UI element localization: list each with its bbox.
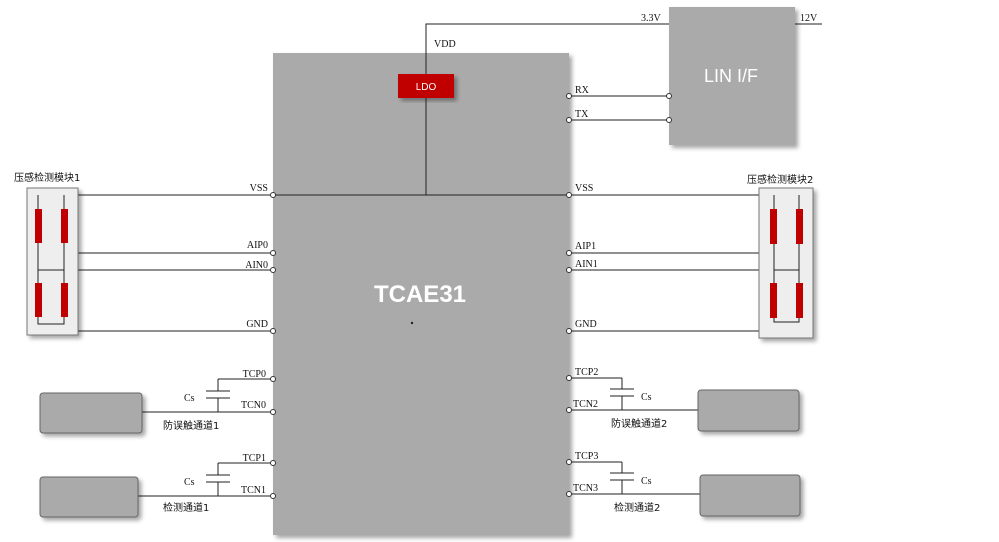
tcp0-label: TCP0 xyxy=(243,369,266,380)
gnd-left-label: GND xyxy=(246,319,268,330)
aip0-label: AIP0 xyxy=(247,240,268,251)
ain0-label: AIN0 xyxy=(245,260,268,271)
rx-pin xyxy=(566,93,572,99)
tcn0-pin xyxy=(270,409,276,415)
tx-pin xyxy=(566,117,572,123)
tcp1-pin xyxy=(270,460,276,466)
resistor-r2 xyxy=(796,209,803,244)
gnd-right-pin xyxy=(566,328,572,334)
tcn1-label: TCN1 xyxy=(241,485,266,496)
electrode-anti1 xyxy=(39,392,143,434)
tcp3-pin xyxy=(566,459,572,465)
resistor-r1 xyxy=(770,209,777,244)
ain1-pin xyxy=(566,267,572,273)
tcn3-label: TCN3 xyxy=(573,483,598,494)
ain0-pin xyxy=(270,267,276,273)
tcn1-pin xyxy=(270,493,276,499)
lin-rx-pin xyxy=(666,93,672,99)
tcn3-pin xyxy=(566,491,572,497)
gnd-right-label: GND xyxy=(575,319,597,330)
rx-label: RX xyxy=(575,85,590,96)
tcp1-label: TCP1 xyxy=(243,453,266,464)
pressure-module-left xyxy=(26,187,79,336)
v12-label: 12V xyxy=(800,13,818,24)
vss-left-label: VSS xyxy=(250,183,268,194)
resistor-r3 xyxy=(770,283,777,318)
vdd-label: VDD xyxy=(434,39,456,50)
resistor-r4 xyxy=(796,283,803,318)
bridge-left-outline xyxy=(37,195,65,325)
cap1-label: Cs xyxy=(184,477,195,488)
channel-detect1-label: 检测通道1 xyxy=(163,501,209,514)
vss-left-pin xyxy=(270,192,276,198)
v33-label: 3.3V xyxy=(641,13,662,24)
chip-body xyxy=(273,53,569,535)
channel-detect2-label: 检测通道2 xyxy=(614,501,660,514)
chip-center-dot xyxy=(410,321,414,325)
channel-anti1-label: 防误触通道1 xyxy=(163,419,219,432)
gnd-left-pin xyxy=(270,328,276,334)
cap3-label: Cs xyxy=(641,476,652,487)
pressure-module-right-label: 压感检测模块2 xyxy=(747,173,813,186)
cap2-label: Cs xyxy=(641,392,652,403)
resistor-l2 xyxy=(61,209,68,243)
aip1-label: AIP1 xyxy=(575,241,596,252)
tcn0-label: TCN0 xyxy=(241,400,266,411)
resistor-l3 xyxy=(35,283,42,317)
resistor-l4 xyxy=(61,283,68,317)
aip0-pin xyxy=(270,250,276,256)
electrode-detect1 xyxy=(39,476,139,518)
ain1-label: AIN1 xyxy=(575,259,598,270)
pressure-module-left-label: 压感检测模块1 xyxy=(14,171,80,184)
pressure-module-right xyxy=(758,187,814,339)
resistor-l1 xyxy=(35,209,42,243)
cap0-label: Cs xyxy=(184,393,195,404)
vss-right-label: VSS xyxy=(575,183,593,194)
tcp2-label: TCP2 xyxy=(575,367,598,378)
vdd-wire xyxy=(425,23,669,74)
lin-block xyxy=(669,7,795,145)
electrode-anti2 xyxy=(697,389,800,432)
electrode-detect2 xyxy=(699,474,801,517)
ldo-block xyxy=(398,74,454,98)
channel-anti2-label: 防误触通道2 xyxy=(611,417,667,430)
ldo-label: LDO xyxy=(416,82,437,93)
vss-right-pin xyxy=(566,192,572,198)
aip1-pin xyxy=(566,250,572,256)
tcn2-pin xyxy=(566,407,572,413)
chip-name: TCAE31 xyxy=(374,281,466,308)
tcp3-label: TCP3 xyxy=(575,451,598,462)
lin-title: LIN I/F xyxy=(704,66,758,86)
tcp0-pin xyxy=(270,376,276,382)
tcn2-label: TCN2 xyxy=(573,399,598,410)
tx-label: TX xyxy=(575,109,589,120)
tcp2-pin xyxy=(566,375,572,381)
bridge-right-outline xyxy=(773,195,800,323)
lin-tx-pin xyxy=(666,117,672,123)
